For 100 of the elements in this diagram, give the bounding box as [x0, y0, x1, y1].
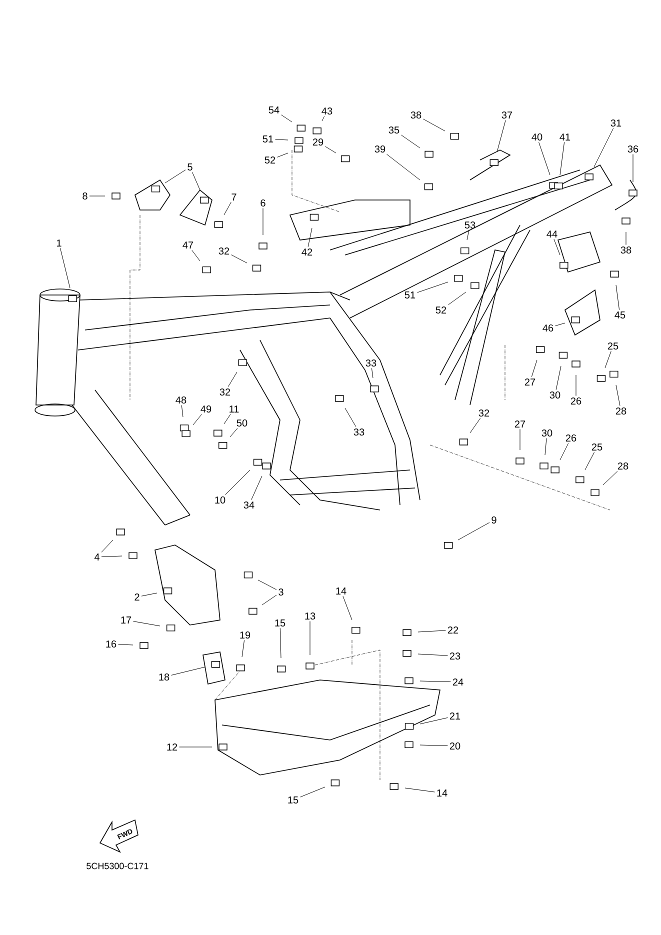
leader-line [325, 146, 336, 154]
callout-number: 7 [232, 194, 236, 200]
callout-number: 27 [514, 420, 526, 428]
callout-number: 53 [464, 221, 476, 229]
callout-number: 32 [220, 388, 230, 396]
callout-number: 39 [374, 145, 386, 153]
leader-line [242, 640, 245, 658]
callout-number: 21 [450, 712, 460, 720]
callout-number: 15 [275, 620, 286, 626]
callout-number: 33 [366, 359, 376, 367]
leader-line [496, 120, 506, 152]
leader-line [401, 134, 420, 148]
leader-line [275, 139, 288, 140]
leader-line [616, 384, 620, 406]
leader-line [371, 368, 374, 378]
callout-number: 25 [592, 443, 602, 451]
callout-number: 31 [610, 119, 622, 127]
leader-line [616, 284, 620, 310]
leader-line [418, 630, 446, 632]
callout-number: 42 [302, 248, 312, 256]
leader-line [448, 292, 466, 306]
callout-number: 12 [167, 744, 178, 750]
callout-number: 18 [159, 673, 170, 681]
leader-line [420, 680, 451, 682]
callout-number: 54 [268, 106, 280, 114]
leader-line [386, 154, 420, 180]
leader-line [141, 592, 158, 596]
callout-number: 50 [236, 419, 248, 427]
leader-line [224, 470, 250, 496]
callout-number: 30 [542, 429, 552, 437]
callout-number: 28 [616, 407, 626, 415]
leader-line [417, 282, 448, 293]
callout-number: 3 [278, 588, 284, 596]
callout-number: 9 [492, 516, 496, 524]
callout-number: 49 [200, 405, 212, 413]
callout-number: 26 [570, 397, 582, 405]
leader-line [192, 414, 202, 426]
callout-number: 14 [437, 790, 448, 796]
leader-line [280, 628, 282, 658]
callout-number: 40 [532, 133, 542, 141]
callout-number: 16 [106, 640, 116, 648]
leader-line [544, 438, 547, 456]
callout-number: 47 [182, 242, 194, 248]
callout-number: 34 [244, 501, 254, 509]
callout-number: 32 [478, 409, 490, 417]
callout-number: 48 [176, 396, 186, 404]
callout-number: 10 [215, 496, 226, 504]
leader-line [458, 522, 490, 540]
callout-number: 36 [628, 145, 638, 153]
leader-line [594, 128, 614, 168]
leader-line [228, 372, 238, 388]
leader-line [164, 170, 186, 184]
callout-number: 8 [82, 192, 88, 200]
callout-number: 51 [262, 136, 274, 142]
callout-number: 52 [264, 156, 276, 164]
leader-line [322, 116, 325, 122]
callout-number: 15 [288, 796, 298, 804]
callout-number: 44 [546, 230, 558, 238]
leader-line [632, 154, 634, 182]
callout-number: 29 [312, 138, 324, 146]
leader-line [181, 405, 184, 418]
leader-line [531, 360, 538, 378]
leader-line [556, 366, 562, 390]
leader-line [466, 230, 470, 240]
leader-line [538, 142, 550, 176]
callout-number: 22 [448, 626, 458, 634]
leader-line [420, 744, 448, 746]
leader-line [281, 114, 292, 122]
callout-number: 4 [94, 554, 100, 560]
leader-line [555, 322, 566, 326]
callout-number: 38 [410, 111, 422, 119]
leader-line [420, 717, 448, 724]
leader-line [231, 254, 248, 264]
callout-number: 2 [134, 594, 140, 600]
leader-line [342, 596, 352, 620]
leader-line [584, 452, 594, 470]
leader-line [224, 414, 231, 424]
leader-line [101, 540, 114, 552]
leader-line [258, 580, 277, 590]
callout-number: 13 [305, 612, 316, 620]
callout-number: 1 [56, 240, 62, 246]
leader-line [554, 238, 560, 256]
leader-line [262, 208, 264, 236]
drawing-code: 5CH5300-C171 [86, 862, 148, 870]
callout-number: 41 [560, 134, 570, 140]
callout-number: 27 [524, 378, 536, 386]
leader-line [344, 408, 356, 428]
callout-number: 23 [450, 652, 460, 660]
callout-number: 11 [230, 406, 239, 412]
leader-line [560, 443, 569, 460]
leader-line [224, 202, 232, 216]
leader-line [277, 152, 288, 158]
leader-line [418, 654, 448, 656]
callout-number: 30 [550, 391, 560, 399]
callout-number: 37 [502, 111, 512, 119]
leader-line [192, 172, 200, 190]
callout-number: 52 [436, 306, 446, 314]
leader-line [423, 118, 446, 132]
callout-number: 20 [450, 742, 460, 750]
leader-line [192, 250, 200, 262]
